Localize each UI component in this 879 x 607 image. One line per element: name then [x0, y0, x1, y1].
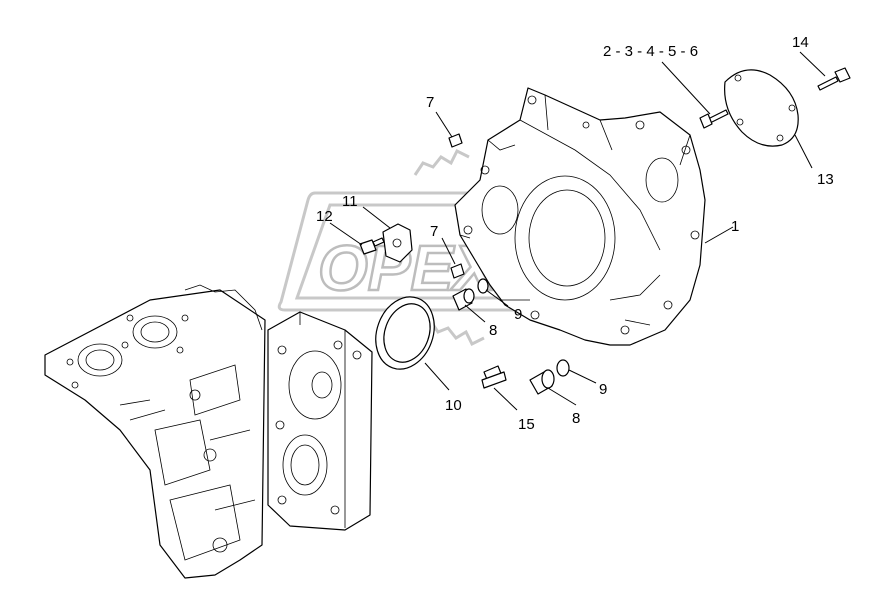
- washer-9-lower: [556, 359, 570, 377]
- plug-8-lower: [529, 369, 555, 395]
- plug-7-mid: [450, 263, 465, 279]
- oil-seal-ring: [375, 296, 435, 370]
- leader-lines: [329, 51, 826, 411]
- callout-8-upper: 8: [489, 322, 497, 339]
- callout-14: 14: [792, 34, 809, 51]
- callout-9-upper: 9: [514, 306, 522, 323]
- callout-13: 13: [817, 171, 834, 188]
- callout-1: 1: [731, 218, 739, 235]
- callout-11: 11: [342, 193, 358, 210]
- flywheel-housing-cover: [454, 87, 706, 346]
- callout-2-6: 2 - 3 - 4 - 5 - 6: [603, 43, 698, 60]
- engine-block: [44, 284, 266, 579]
- plug-8-upper: [452, 288, 475, 311]
- small-cover-11: [382, 223, 413, 263]
- bolt-12: [359, 237, 385, 255]
- callout-7-top: 7: [426, 94, 434, 111]
- callout-9-lower: 9: [599, 381, 607, 398]
- callout-7-mid: 7: [430, 223, 438, 240]
- bolt-14: [817, 67, 851, 91]
- plug-7-top: [448, 133, 463, 148]
- washer-9-upper: [477, 278, 489, 294]
- callout-15: 15: [518, 416, 535, 433]
- callout-12: 12: [316, 208, 333, 225]
- drain-plug-15: [481, 365, 507, 389]
- bolt-2-6: [699, 109, 729, 129]
- callout-8-lower: 8: [572, 410, 580, 427]
- timing-plate: [267, 311, 373, 531]
- cover-plate: [724, 69, 799, 147]
- callout-labels: 1 2 - 3 - 4 - 5 - 6 7 7 8 8 9 9 10 11 12…: [316, 34, 834, 433]
- callout-10: 10: [445, 397, 462, 414]
